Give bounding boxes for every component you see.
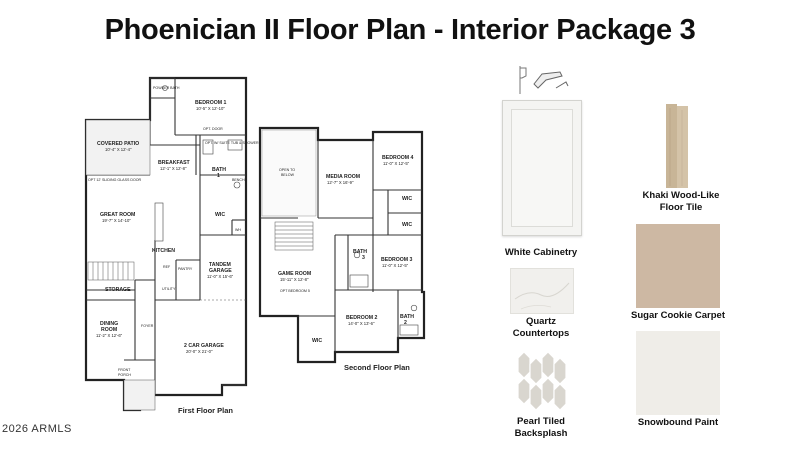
label-game-room: GAME ROOM bbox=[278, 271, 311, 277]
label-storage: STORAGE bbox=[105, 287, 131, 293]
label-great-room-dim: 19'-7" X 14'-10" bbox=[102, 218, 131, 223]
label-wic-b: WIC bbox=[402, 222, 412, 228]
label-open-to-below-line1: OPEN TO bbox=[279, 168, 295, 172]
label-opt-bedroom-5: OPT BEDROOM 5 bbox=[280, 289, 310, 293]
label-powder-bath: POWDER BATH bbox=[153, 86, 180, 90]
label-bedroom-3-dim: 11'-0" X 12'-5" bbox=[382, 263, 409, 268]
countertops-label-line1: Quartz bbox=[525, 316, 557, 327]
label-dining-room-line1: DINING bbox=[100, 321, 118, 327]
label-bedroom-1: BEDROOM 1 bbox=[195, 100, 227, 106]
label-covered-patio-dim: 10'-4" X 12'-4" bbox=[105, 147, 132, 152]
label-breakfast: BREAKFAST bbox=[158, 160, 191, 166]
label-bedroom-4: BEDROOM 4 bbox=[382, 155, 414, 161]
label-wic-a: WIC bbox=[402, 196, 412, 202]
label-wic-c: WIC bbox=[312, 338, 322, 344]
label-bath-1: BATH bbox=[212, 167, 226, 173]
label-front-porch-line2: PORCH bbox=[118, 373, 131, 377]
label-dining-room-dim: 11'-2" X 12'-6" bbox=[96, 333, 123, 338]
label-ref: REF bbox=[163, 265, 171, 269]
label-kitchen: KITCHEN bbox=[152, 248, 175, 254]
label-utility: UTILITY bbox=[162, 287, 176, 291]
label-media-room-dim: 12'-7" X 16'-9" bbox=[327, 180, 354, 185]
cabinetry-swatch bbox=[502, 100, 582, 236]
label-two-car-garage: 2 CAR GARAGE bbox=[184, 343, 224, 349]
label-bedroom-1-dim: 10'-5" X 12'-10" bbox=[196, 106, 225, 111]
floor-tile-swatch bbox=[666, 104, 688, 188]
cabinetry-label: White Cabinetry bbox=[504, 247, 578, 258]
label-bath-2: BATH bbox=[400, 314, 414, 320]
paint-label: Snowbound Paint bbox=[637, 417, 719, 428]
label-tandem-garage-dim: 11'-0" X 15'-6" bbox=[207, 274, 234, 279]
page-title: Phoenician II Floor Plan - Interior Pack… bbox=[104, 14, 696, 46]
floor-tile-label: Khaki Wood-Like Floor Tile bbox=[626, 190, 736, 214]
backsplash-label-line1: Pearl Tiled bbox=[517, 416, 565, 427]
carpet-swatch bbox=[636, 224, 720, 308]
label-tandem-garage-line1: TANDEM bbox=[209, 262, 231, 268]
second-floor-caption: Second Floor Plan bbox=[344, 363, 410, 372]
countertops-swatch bbox=[510, 268, 574, 314]
copyright-watermark: 2026 ARMLS bbox=[2, 423, 72, 435]
label-foyer: FOYER bbox=[141, 324, 154, 328]
label-two-car-garage-dim: 20'-0" X 21'-0" bbox=[186, 349, 213, 354]
countertops-label: Quartz Countertops bbox=[495, 316, 587, 340]
carpet-label: Sugar Cookie Carpet bbox=[631, 310, 725, 321]
label-front-porch-line1: FRONT bbox=[118, 368, 131, 372]
label-wic-1: WIC bbox=[215, 212, 225, 218]
label-bath-2-num: 2 bbox=[404, 320, 407, 326]
label-sliding-door: OPT 12' SLIDING GLASS DOOR bbox=[88, 178, 142, 182]
label-opt-door: OPT. DOOR bbox=[203, 127, 223, 131]
cabinet-molding-icon bbox=[519, 66, 569, 94]
first-floor-caption: First Floor Plan bbox=[178, 406, 233, 415]
label-media-room: MEDIA ROOM bbox=[326, 174, 360, 180]
floor-plans-diagram: POWDER BATH BEDROOM 1 10'-5" X 12'-10" O… bbox=[84, 76, 426, 415]
label-bench: BENCH bbox=[232, 178, 245, 182]
label-covered-patio: COVERED PATIO bbox=[97, 141, 139, 147]
label-opt-suite: OPT. W/ SUITE TUB & SHOWER bbox=[205, 141, 259, 145]
label-tandem-garage-line2: GARAGE bbox=[209, 268, 232, 274]
floor-tile-label-line1: Khaki Wood-Like bbox=[642, 190, 720, 201]
second-floor-plan: OPEN TO BELOW MEDIA ROOM 12'-7" X 16'-9"… bbox=[258, 126, 426, 372]
countertops-label-line2: Countertops bbox=[512, 328, 570, 339]
floor-tile-label-line2: Floor Tile bbox=[659, 202, 703, 213]
first-floor-plan: POWDER BATH BEDROOM 1 10'-5" X 12'-10" O… bbox=[84, 76, 259, 415]
paint-swatch bbox=[636, 331, 720, 415]
label-wh: WH bbox=[235, 228, 241, 232]
label-bedroom-4-dim: 11'-0" X 12'-5" bbox=[383, 161, 410, 166]
backsplash-label-line2: Backsplash bbox=[514, 428, 568, 439]
label-bedroom-2: BEDROOM 2 bbox=[346, 315, 378, 321]
label-pantry: PANTRY bbox=[178, 267, 193, 271]
label-bedroom-3: BEDROOM 3 bbox=[381, 257, 413, 263]
label-open-to-below-line2: BELOW bbox=[281, 173, 295, 177]
label-bath-3-num: 3 bbox=[362, 255, 365, 261]
backsplash-swatch bbox=[517, 351, 567, 411]
label-game-room-dim: 15'-11" X 12'-8" bbox=[280, 277, 309, 282]
label-great-room: GREAT ROOM bbox=[100, 212, 135, 218]
label-dining-room-line2: ROOM bbox=[101, 327, 117, 333]
label-bath-3: BATH bbox=[353, 249, 367, 255]
label-bath-1-num: 1 bbox=[217, 173, 220, 179]
label-bedroom-2-dim: 14'-0" X 13'-6" bbox=[348, 321, 375, 326]
label-breakfast-dim: 12'-1" X 12'-8" bbox=[160, 166, 187, 171]
backsplash-label: Pearl Tiled Backsplash bbox=[495, 416, 587, 440]
